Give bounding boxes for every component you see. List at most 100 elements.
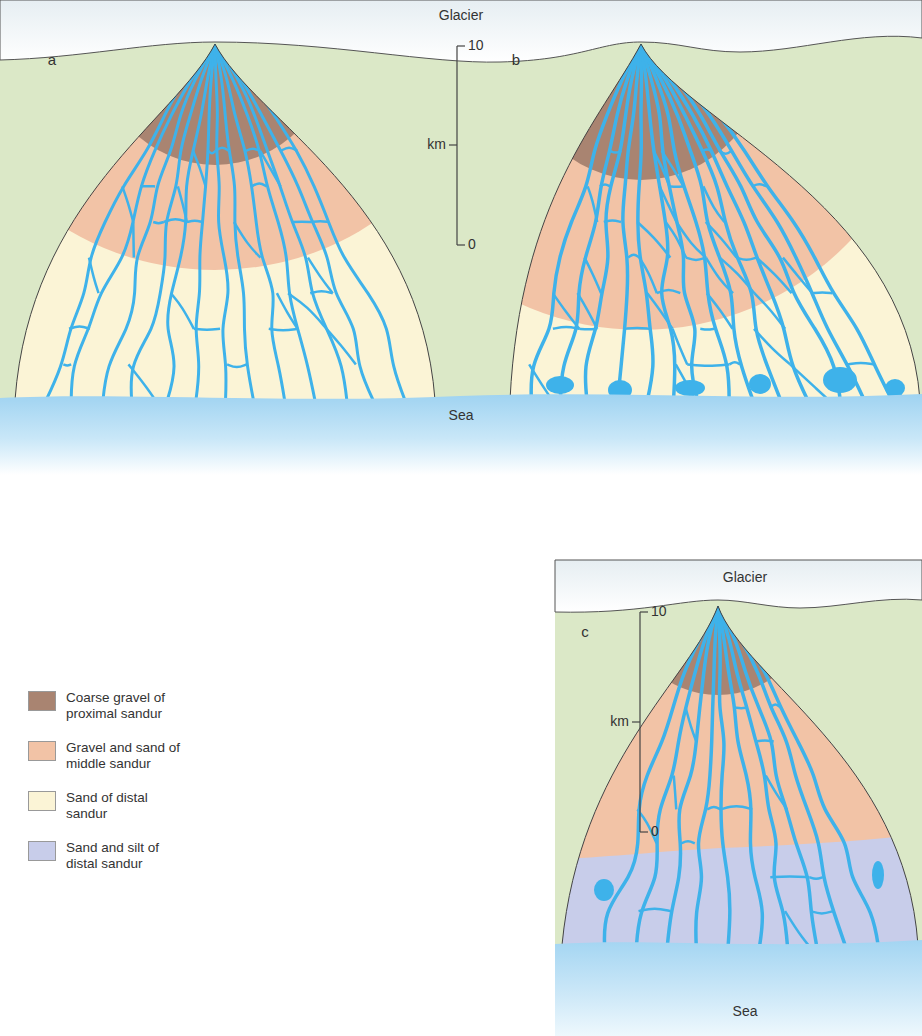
channel-link [812, 291, 832, 294]
channel-link [187, 221, 203, 222]
scale-value: 0 [468, 237, 476, 252]
pond [675, 380, 705, 396]
panel-letter: a [48, 52, 56, 69]
braided-channel [604, 606, 718, 957]
sandur-fan-b [351, 0, 922, 412]
channel-link [171, 293, 194, 329]
channel-link [657, 290, 680, 293]
channel-link [754, 293, 785, 329]
scale-bar [449, 46, 465, 245]
scale-value: 10 [468, 38, 484, 53]
channel-link [291, 221, 311, 224]
channel-link [193, 151, 206, 187]
channel-link [553, 293, 579, 329]
channel-link [676, 222, 706, 258]
channel-link [706, 222, 737, 258]
channel-link [327, 329, 356, 365]
channel-link [681, 841, 695, 843]
scale-unit: km [610, 714, 629, 729]
braided-channel [531, 44, 641, 412]
braided-channel [636, 606, 718, 957]
channel-link [312, 220, 329, 223]
panel-letter: c [581, 624, 589, 641]
legend-entry: Coarse gravel of proximal sandur [28, 690, 184, 722]
channel-link [735, 706, 747, 709]
legend-text: Gravel and sand of middle sandur [66, 740, 184, 772]
legend-swatch [28, 841, 56, 861]
braided-channel [215, 44, 317, 412]
channel-link [639, 258, 657, 294]
panel-letter: b [512, 52, 520, 69]
braided-channel [71, 44, 215, 412]
sea [0, 394, 922, 475]
channel-link [669, 185, 683, 188]
channel-link [737, 258, 757, 260]
braided-channel [641, 44, 757, 412]
channel-link [63, 364, 71, 365]
braided-channel [641, 44, 898, 412]
braided-channel [641, 44, 842, 412]
channel-link [132, 222, 135, 258]
channel-link [604, 220, 621, 222]
glacier-ice [555, 560, 922, 612]
channel-link [164, 219, 187, 222]
braided-channel [666, 606, 718, 957]
braided-channel [641, 44, 814, 412]
legend-entry: Gravel and sand of middle sandur [28, 740, 184, 772]
channel-link [673, 329, 688, 365]
channel-link [260, 151, 280, 187]
channel-link [654, 151, 670, 187]
channel-link [720, 258, 755, 294]
channel-link [588, 186, 598, 222]
braided-channel [718, 606, 880, 957]
channel-link [208, 151, 215, 154]
channel-link [810, 911, 833, 913]
scale-unit: km [427, 137, 446, 152]
channel-link [216, 148, 229, 151]
channel-link [770, 704, 780, 707]
place-label: Glacier [723, 570, 767, 585]
channel-link [707, 293, 733, 329]
channel-link [140, 185, 155, 188]
scale-value: 10 [651, 604, 667, 619]
pond [823, 367, 857, 393]
braided-channel [641, 44, 870, 412]
scale-bar [632, 612, 648, 832]
channel-link [702, 149, 711, 150]
braided-channel [163, 44, 215, 412]
braided-channel [641, 44, 785, 412]
legend-swatch [28, 791, 56, 811]
braided-channel [40, 44, 215, 412]
channel-link [647, 293, 672, 329]
channel-link [600, 185, 610, 187]
channel-link [281, 148, 297, 151]
channel-link [69, 327, 90, 329]
channel-link [700, 328, 714, 331]
channel-link [674, 776, 676, 810]
channel-link [310, 291, 332, 293]
channel-link [686, 258, 706, 260]
legend-text: Sand of distal sandur [66, 790, 184, 822]
pond [546, 376, 574, 394]
glacier-ice [0, 0, 922, 62]
channel-link [752, 184, 767, 186]
channel-link [585, 258, 601, 294]
channel-link [666, 222, 686, 258]
pond [885, 379, 905, 397]
pond [594, 879, 614, 901]
channel-link [783, 258, 812, 294]
legend-text: Sand and silt of distal sandur [66, 840, 184, 872]
channel-link [178, 186, 187, 222]
braided-channel [696, 606, 718, 957]
channel-link [625, 327, 650, 330]
legend-text: Coarse gravel of proximal sandur [66, 690, 184, 722]
braided-channel [194, 44, 215, 412]
channel-link [308, 258, 333, 294]
sandur-fan-a [0, 0, 475, 412]
legend-entry: Sand of distal sandur [28, 790, 184, 822]
channel-link [756, 740, 774, 741]
channel-link [706, 258, 733, 294]
legend-swatch [28, 691, 56, 711]
